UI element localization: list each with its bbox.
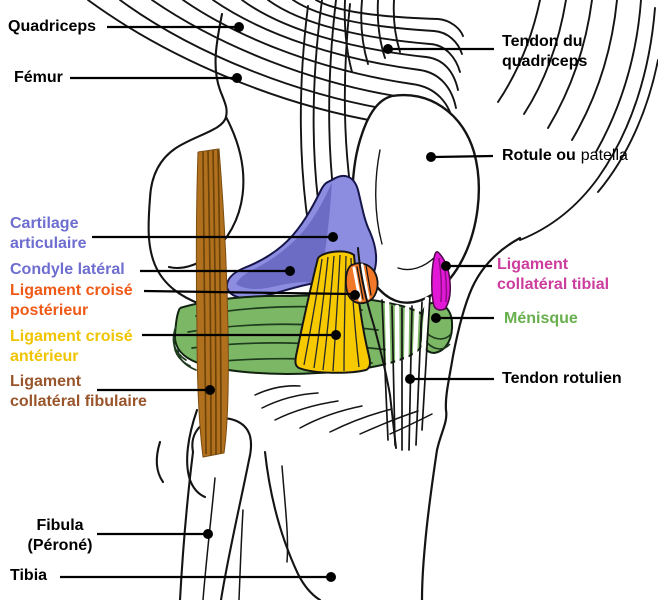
dot-ligament-croise-posterieur bbox=[350, 290, 360, 300]
label-line: (Péroné) bbox=[27, 537, 93, 555]
dot-ligament-croise-anterieur bbox=[331, 330, 341, 340]
label-line: antérieur bbox=[10, 348, 79, 366]
fibula-outline bbox=[155, 408, 253, 600]
leader-lines bbox=[60, 25, 494, 579]
label-femur: Fémur bbox=[14, 69, 63, 86]
label-menisque: Ménisque bbox=[504, 310, 578, 327]
cartilage-shadow bbox=[236, 182, 332, 289]
dot-tendon-du-quadriceps bbox=[383, 44, 393, 54]
dot-ligament-collateral-fibulaire bbox=[205, 385, 215, 395]
leader-dots bbox=[203, 22, 451, 582]
leg-right-outline bbox=[420, 236, 522, 600]
label-line: Ligament bbox=[497, 256, 569, 273]
label-line: quadriceps bbox=[502, 53, 588, 71]
label-regular-part: patella bbox=[580, 147, 628, 164]
label-ligament-collateral-fibulaire: Ligament collatéral fibulaire bbox=[10, 372, 147, 413]
label-ligament-collateral-tibial: Ligament collatéral tibial bbox=[497, 255, 609, 296]
label-line: Fibula bbox=[36, 517, 84, 534]
dot-quadriceps bbox=[234, 22, 244, 32]
label-tibia: Tibia bbox=[10, 567, 48, 584]
patella-shading bbox=[375, 149, 437, 271]
dot-ligament-collateral-tibial bbox=[441, 261, 451, 271]
label-ligament-croise-anterieur: Ligament croisé antérieur bbox=[10, 327, 133, 368]
label-ligament-croise-posterieur: Ligament croisé postérieur bbox=[10, 281, 133, 322]
dot-tibia bbox=[326, 572, 336, 582]
ligament-collateral-fibulaire-shape bbox=[195, 148, 229, 458]
label-cartilage-articulaire: Cartilage articulaire bbox=[10, 214, 86, 255]
label-quadriceps: Quadriceps bbox=[8, 18, 97, 35]
dot-femur bbox=[232, 73, 242, 83]
label-fibula: Fibula (Péroné) bbox=[14, 516, 106, 557]
patella-outline bbox=[351, 93, 480, 304]
label-line: collatéral tibial bbox=[497, 276, 610, 294]
dot-fibula bbox=[203, 529, 213, 539]
dot-tendon-rotulien bbox=[405, 374, 415, 384]
label-condyle-lateral: Condyle latéral bbox=[10, 261, 125, 278]
label-line: Ligament croisé bbox=[10, 282, 133, 299]
label-line: postérieur bbox=[10, 302, 89, 320]
dot-menisque bbox=[431, 313, 441, 323]
tibia-outline bbox=[238, 450, 322, 600]
label-line: collatéral fibulaire bbox=[10, 393, 147, 411]
leader-ligament-croise-posterieur bbox=[143, 289, 352, 296]
dot-condyle-lateral bbox=[285, 266, 295, 276]
dot-cartilage-articulaire bbox=[328, 232, 338, 242]
label-tendon-du-quadriceps: Tendon du quadriceps bbox=[502, 32, 587, 73]
label-line: Ligament bbox=[10, 373, 82, 390]
label-line: Cartilage bbox=[10, 215, 79, 232]
leader-rotule bbox=[433, 154, 494, 159]
tibial-plateau-hatching bbox=[254, 385, 433, 435]
dot-rotule bbox=[426, 152, 436, 162]
label-tendon-rotulien: Tendon rotulien bbox=[502, 370, 622, 387]
label-line: Ligament croisé bbox=[10, 328, 133, 345]
label-line: Tendon du bbox=[502, 33, 583, 50]
tendon-rotulien-fibers bbox=[357, 247, 431, 451]
label-bold-part: Rotule ou bbox=[502, 147, 576, 164]
ligament-collateral-fibulaire-fibers bbox=[202, 149, 222, 456]
label-line: articulaire bbox=[10, 235, 87, 253]
